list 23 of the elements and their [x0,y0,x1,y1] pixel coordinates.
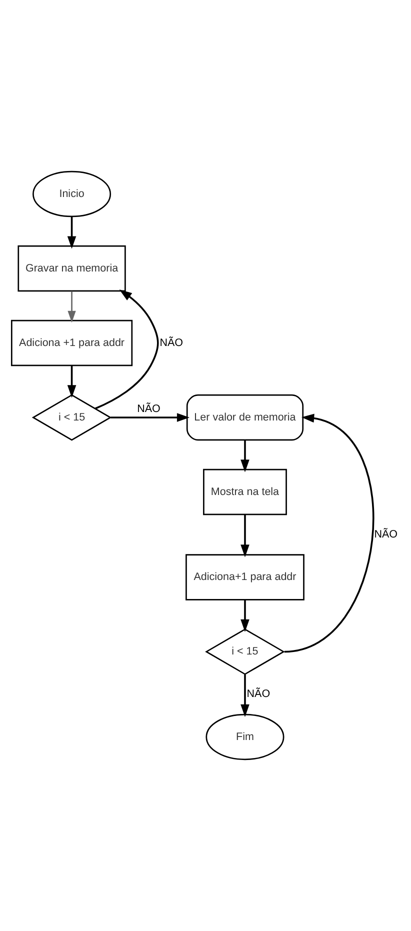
arrow [67,366,76,398]
node-diamond: i < 15 [205,628,285,675]
arrow [240,674,250,718]
node-ellipse: Inicio [32,170,112,218]
edge-label: NÃO [246,688,270,700]
node-ellipse: Fim [206,714,284,760]
arrow [110,413,190,422]
arrow [240,440,250,472]
arrow [68,291,76,323]
arrow [94,290,159,410]
edge-label: NÃO [160,336,184,349]
edge-label: NÃO [137,402,160,415]
edge-label: NÃO [374,528,398,540]
node-box: Adiciona +1 para addr [10,320,133,366]
node-box: Ler valor de memoria [186,394,304,441]
node-diamond: i < 15 [32,394,112,441]
arrow [240,514,250,558]
arrow [240,600,250,632]
node-box: Mostra na tela [203,468,287,516]
arrow [67,216,76,249]
arrow [284,414,374,653]
node-box: Adiciona+1 para addr [186,554,304,600]
node-box: Gravar na memoria [18,245,126,292]
